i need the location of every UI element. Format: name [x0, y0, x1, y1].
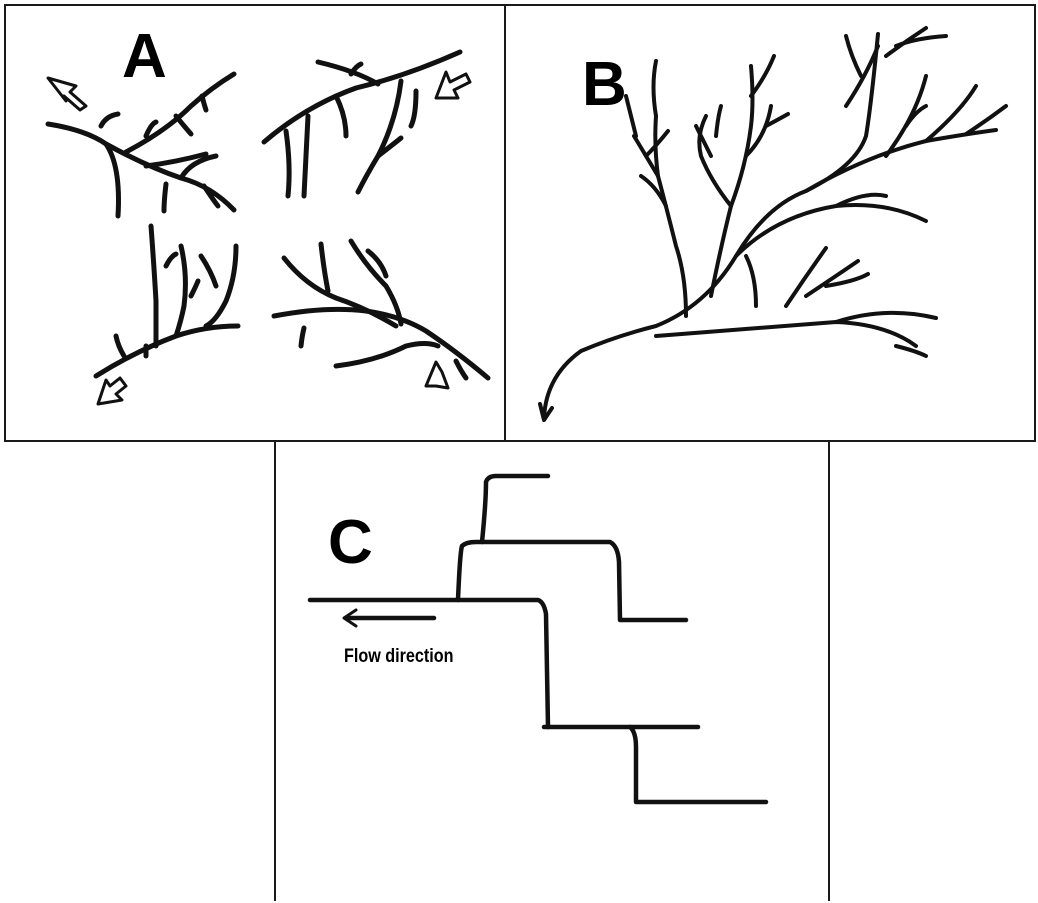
- panel-c: C Flow direction: [274, 440, 830, 901]
- centripetal-drainage-sketch: [45, 49, 491, 406]
- flow-direction-label: Flow direction: [344, 646, 454, 667]
- dendritic-drainage-sketch: [538, 26, 1008, 422]
- panel-c-label: C: [328, 508, 373, 577]
- trellis-drainage-sketch: [307, 473, 769, 805]
- panel-a: A: [4, 4, 506, 442]
- panel-b-label: B: [582, 50, 627, 119]
- panel-a-label: A: [122, 22, 167, 91]
- panel-b: B: [504, 4, 1036, 442]
